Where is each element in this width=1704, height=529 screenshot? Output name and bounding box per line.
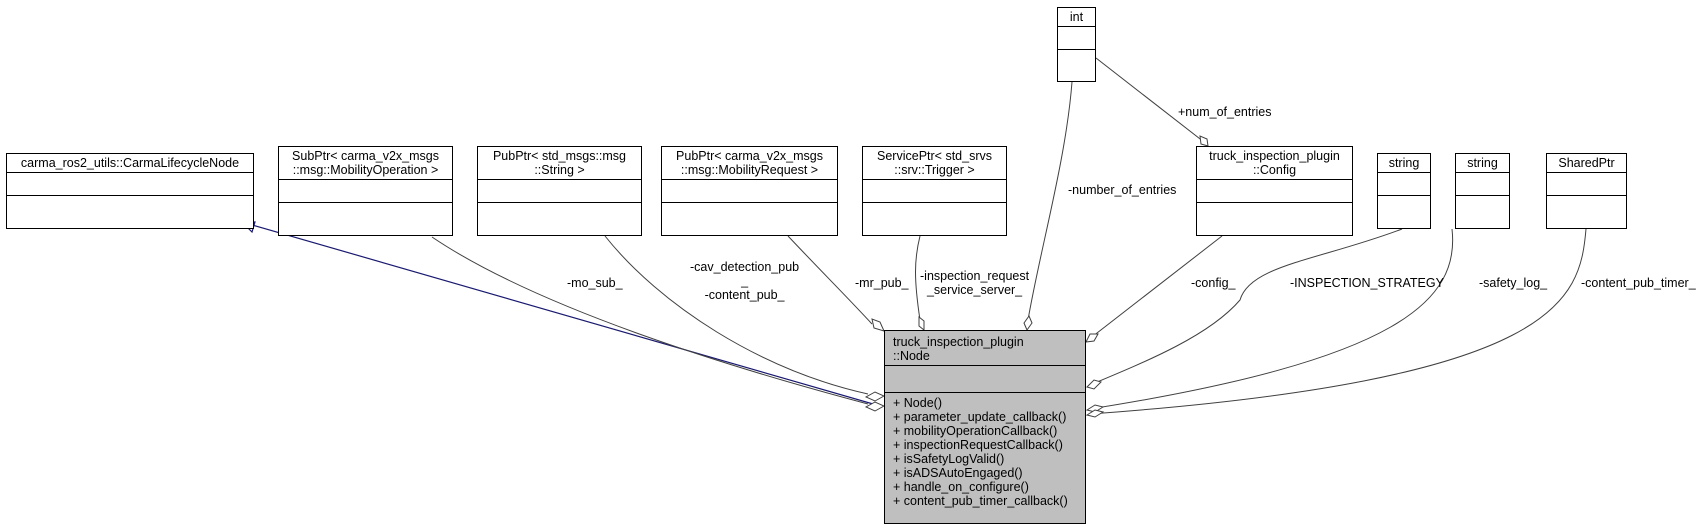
- class-title-line1: PubPtr< carma_v2x_msgs: [676, 149, 823, 163]
- edge-label-content-pub-timer: -content_pub_timer_: [1581, 276, 1696, 290]
- attributes-section: [7, 172, 253, 195]
- attributes-section: [1058, 26, 1095, 49]
- class-int: int: [1057, 7, 1096, 82]
- class-truck-inspection-config: truck_inspection_plugin ::Config: [1196, 146, 1353, 236]
- operation-mobility-operation-callback: + mobilityOperationCallback(): [893, 424, 1058, 438]
- operations-section: [279, 202, 452, 203]
- edge-inheritance: [241, 221, 881, 407]
- class-string-safety-log: string: [1455, 153, 1510, 229]
- edge-label-config: -config_: [1191, 276, 1236, 290]
- operations-section: [1197, 202, 1352, 203]
- attributes-section: [1456, 172, 1509, 195]
- class-title-line1: truck_inspection_plugin: [1209, 149, 1340, 163]
- edge-label-mo-sub: -mo_sub_: [567, 276, 623, 290]
- class-string-inspection-strategy: string: [1377, 153, 1431, 229]
- attributes-section: [662, 179, 837, 202]
- class-title-line1: truck_inspection_plugin: [893, 335, 1024, 349]
- class-title: carma_ros2_utils::CarmaLifecycleNode: [20, 156, 240, 170]
- diamond-content-pub: [864, 391, 886, 402]
- operations-section: + Node() + parameter_update_callback() +…: [885, 392, 1085, 511]
- edge-label-inspection-strategy: -INSPECTION_STRATEGY: [1290, 276, 1444, 290]
- diamond-service: [918, 315, 925, 332]
- operations-section: [7, 195, 253, 196]
- diamond-num-of-entries: [1199, 135, 1209, 147]
- class-title: SharedPtr: [1558, 156, 1615, 170]
- diamond-config: [1085, 333, 1099, 343]
- edge-number-of-entries: [1027, 81, 1073, 321]
- diamond-content-pub-timer: [1085, 409, 1105, 418]
- edge-service: [915, 235, 921, 321]
- attributes-section: [1197, 179, 1352, 202]
- diamond-inspection-strategy: [1086, 379, 1102, 390]
- attributes-section: [1378, 172, 1430, 195]
- edge-inspection-strategy: [1089, 228, 1403, 386]
- class-title-line1: PubPtr< std_msgs::msg: [492, 149, 627, 163]
- attributes-section: [478, 179, 641, 202]
- operation-inspection-request-callback: + inspectionRequestCallback(): [893, 438, 1063, 452]
- class-title-line2: ::msg::MobilityOperation >: [292, 163, 439, 177]
- diamond-mo-sub: [864, 401, 886, 412]
- class-title-line1: ServicePtr< std_srvs: [877, 149, 992, 163]
- class-carma-lifecycle-node: carma_ros2_utils::CarmaLifecycleNode: [6, 153, 254, 229]
- class-serviceptr-trigger: ServicePtr< std_srvs ::srv::Trigger >: [862, 146, 1007, 236]
- edge-label-mr-pub: -mr_pub_: [855, 276, 909, 290]
- operations-section: [863, 202, 1006, 203]
- edge-label-num-of-entries: +num_of_entries: [1178, 105, 1272, 119]
- operation-is-ads-auto-engaged: + isADSAutoEngaged(): [893, 466, 1023, 480]
- operations-section: [662, 202, 837, 203]
- attributes-section: [279, 179, 452, 202]
- class-title: string: [1467, 156, 1498, 170]
- edge-content-pub: [604, 235, 869, 395]
- operation-is-safety-log-valid: + isSafetyLogValid(): [893, 452, 1005, 466]
- attributes-section: [885, 365, 1085, 392]
- class-title-line2: ::Config: [1252, 163, 1297, 177]
- edge-label-safety-log: -safety_log_: [1479, 276, 1548, 290]
- class-title: int: [1069, 10, 1084, 24]
- class-subptr-mobility-operation: SubPtr< carma_v2x_msgs ::msg::MobilityOp…: [278, 146, 453, 236]
- operation-handle-on-configure: + handle_on_configure(): [893, 480, 1029, 494]
- class-truck-inspection-node: truck_inspection_plugin ::Node + Node() …: [884, 330, 1086, 524]
- edge-num-of-entries: [1095, 57, 1205, 143]
- attributes-section: [863, 179, 1006, 202]
- class-title-line2: ::srv::Trigger >: [894, 163, 975, 177]
- attributes-section: [1547, 172, 1626, 195]
- diamond-mr-pub: [871, 318, 885, 332]
- operation-parameter-update-callback: + parameter_update_callback(): [893, 410, 1067, 424]
- edge-mo-sub: [431, 236, 869, 405]
- class-title-line2: ::String >: [534, 163, 585, 177]
- class-title: string: [1388, 156, 1420, 170]
- operations-section: [1456, 195, 1509, 196]
- class-pubptr-string: PubPtr< std_msgs::msg ::String >: [477, 146, 642, 236]
- operations-section: [1058, 49, 1095, 50]
- class-title-line1: SubPtr< carma_v2x_msgs: [292, 149, 439, 163]
- operation-content-pub-timer-callback: + content_pub_timer_callback(): [893, 494, 1068, 508]
- edge-content-pub-timer: [1089, 228, 1587, 415]
- edge-label-inspection-request-service: -inspection_request _service_server_: [920, 269, 1030, 297]
- class-title-line2: ::Node: [893, 349, 930, 363]
- operations-section: [1547, 195, 1626, 196]
- diamond-number-of-entries: [1023, 314, 1033, 332]
- edge-label-number-of-entries: -number_of_entries: [1068, 183, 1177, 197]
- edge-mr-pub: [787, 235, 873, 325]
- operations-section: [1378, 195, 1430, 196]
- class-title-line2: ::msg::MobilityRequest >: [680, 163, 819, 177]
- operations-section: [478, 202, 641, 203]
- class-pubptr-mobility-request: PubPtr< carma_v2x_msgs ::msg::MobilityRe…: [661, 146, 838, 236]
- operation-node: + Node(): [893, 396, 942, 410]
- edge-label-cav-detection-pub: -cav_detection_pub _ -content_pub_: [690, 260, 800, 302]
- edge-config: [1087, 235, 1223, 341]
- edge-safety-log: [1089, 228, 1454, 410]
- class-sharedptr: SharedPtr: [1546, 153, 1627, 229]
